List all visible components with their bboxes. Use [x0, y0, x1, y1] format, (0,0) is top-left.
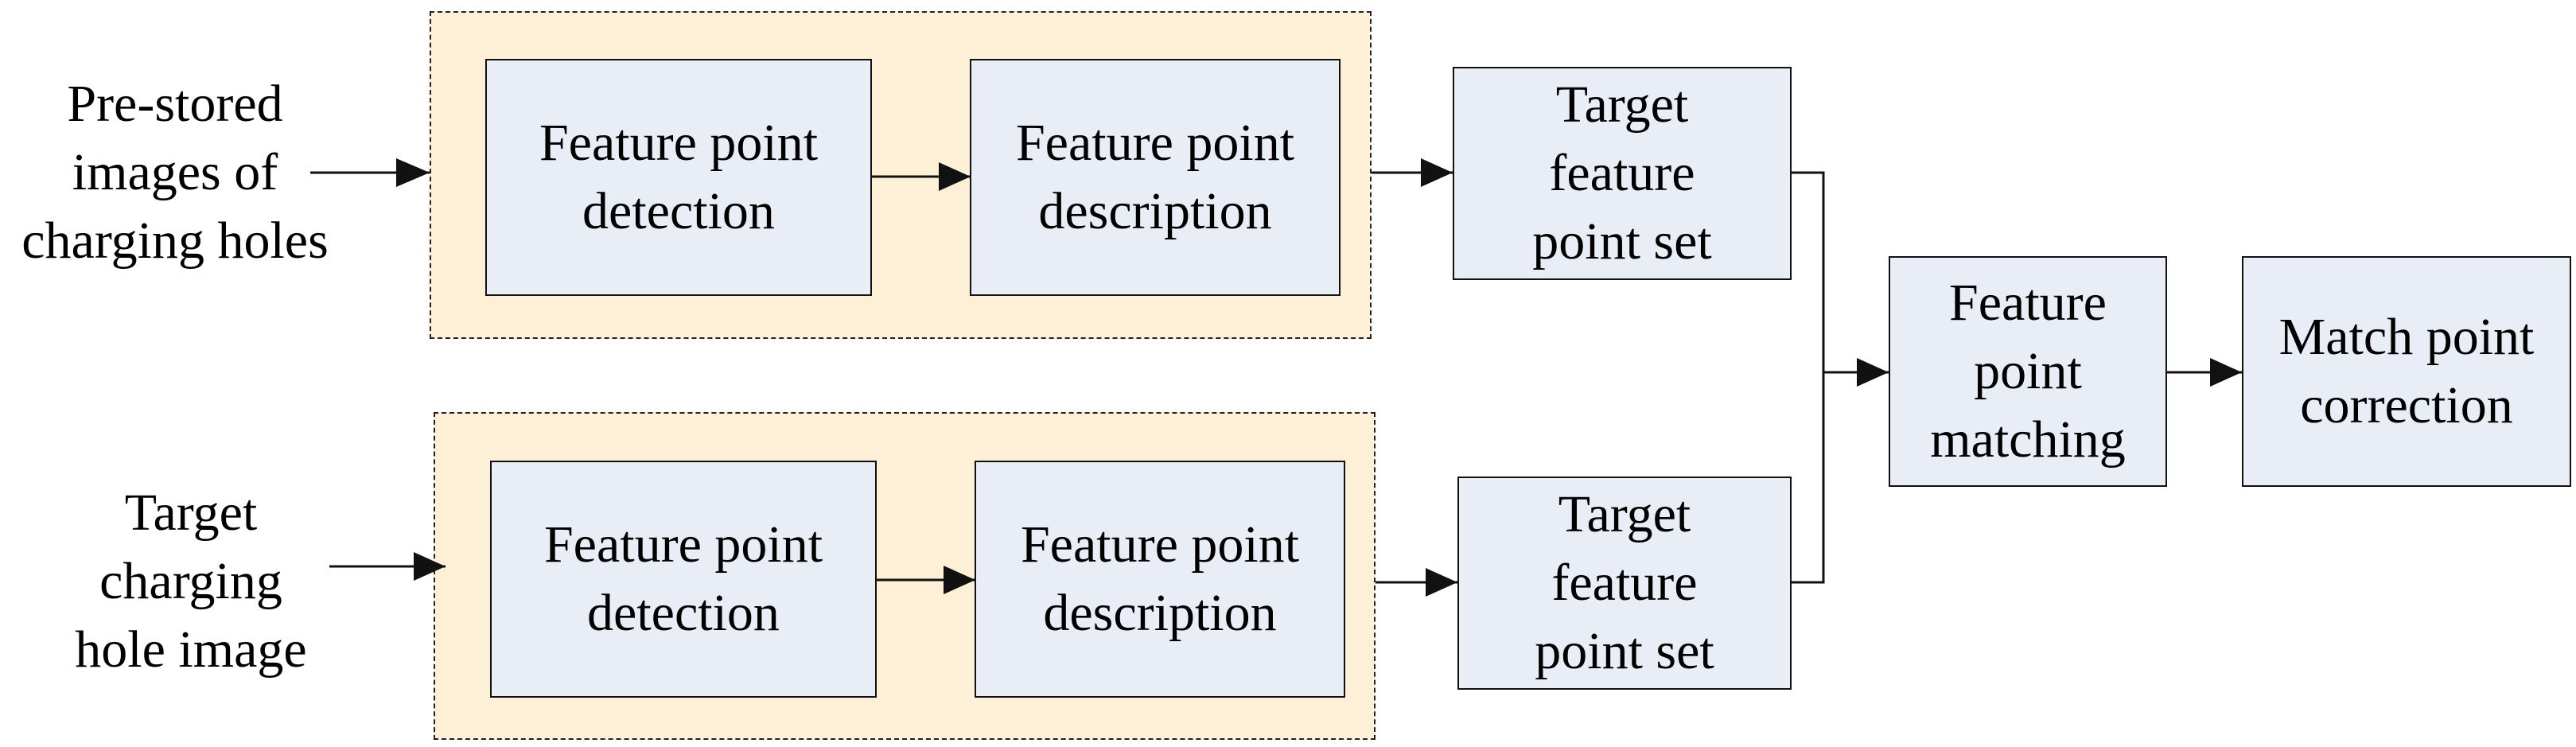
feature-point-description-box-bottom: Feature point description	[975, 461, 1345, 698]
merge-connector	[1792, 171, 1825, 584]
feature-point-description-box-top: Feature point description	[970, 59, 1341, 296]
target-feature-point-set-box-bottom: Target feature point set	[1457, 477, 1792, 690]
feature-point-matching-box: Feature point matching	[1889, 256, 2167, 487]
input-label-target-image: Target charging hole image	[75, 484, 307, 679]
input-label-prestored-images: Pre-stored images of charging holes	[21, 75, 329, 270]
feature-point-detection-box-top: Feature point detection	[485, 59, 872, 296]
feature-point-detection-box-bottom: Feature point detection	[490, 461, 877, 698]
target-feature-point-set-box-top: Target feature point set	[1453, 67, 1792, 280]
match-point-correction-box: Match point correction	[2242, 256, 2571, 487]
